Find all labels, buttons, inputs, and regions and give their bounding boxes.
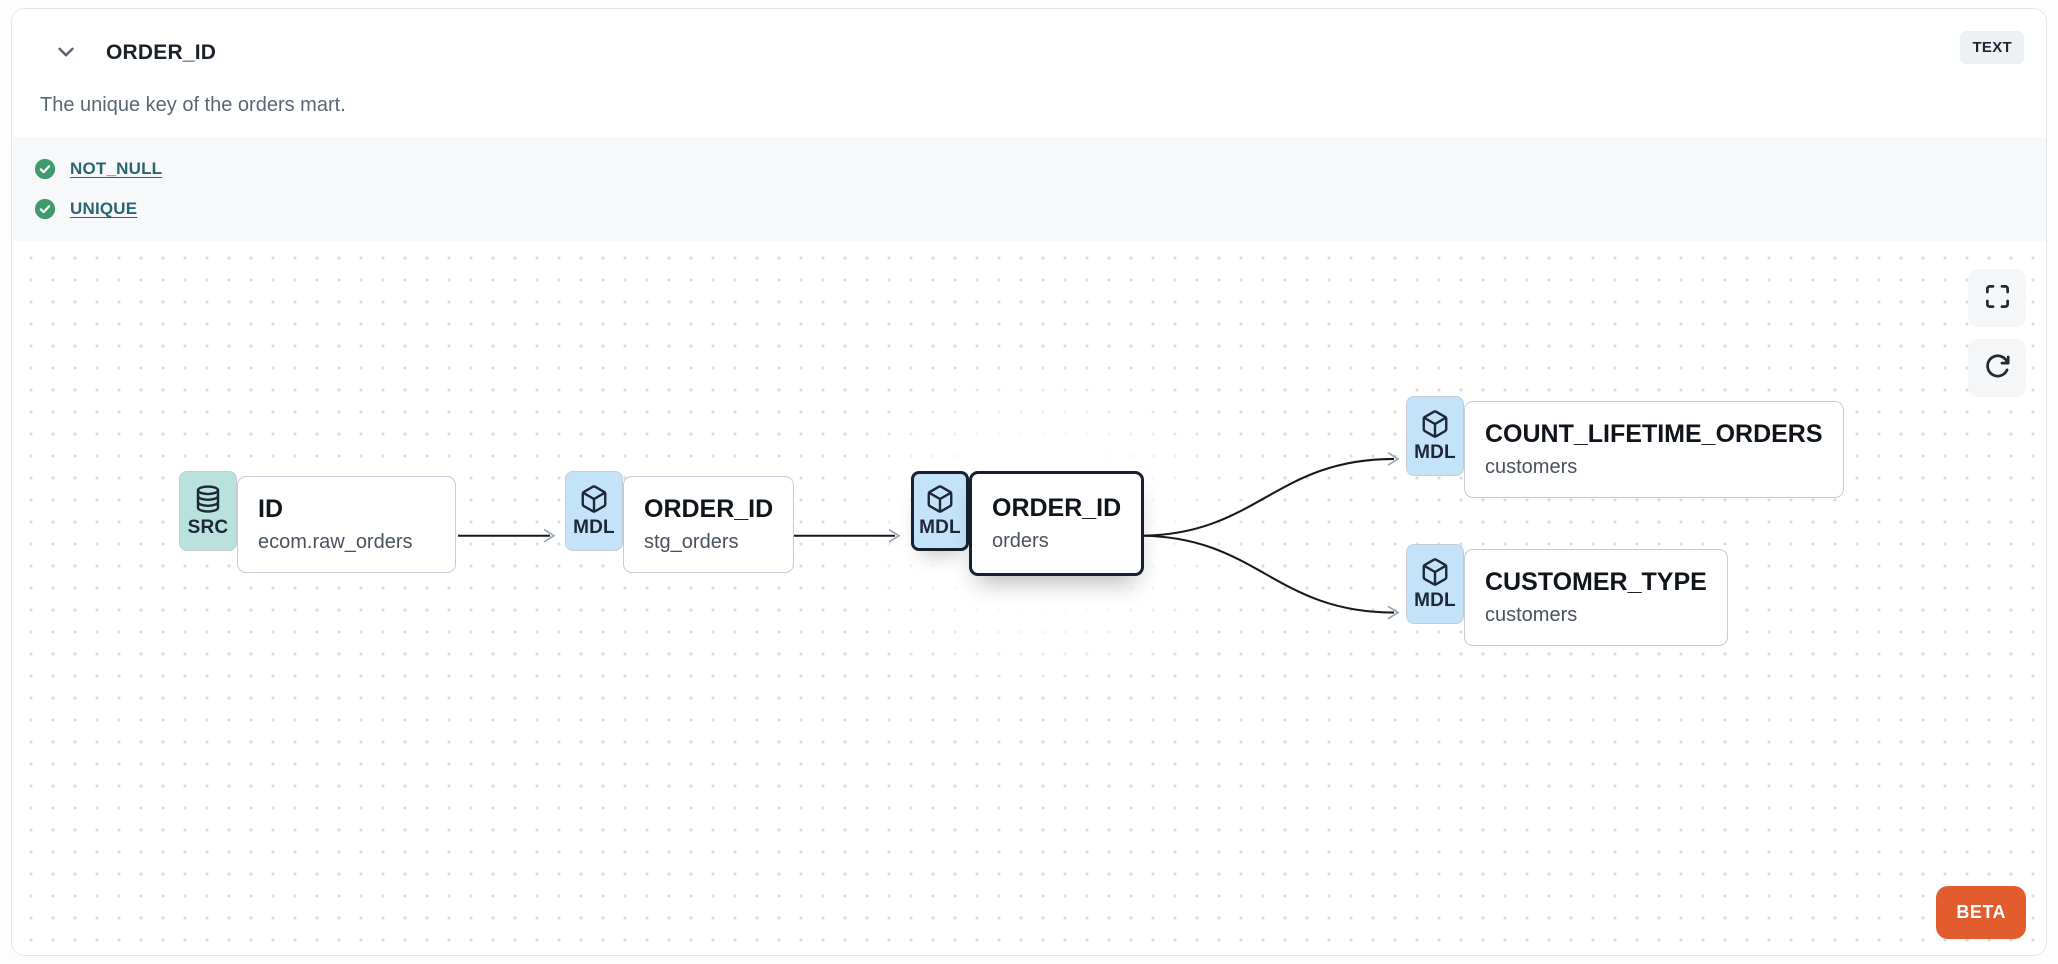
column-description: The unique key of the orders mart. — [40, 94, 346, 116]
test-link-unique[interactable]: UNIQUE — [70, 199, 138, 218]
node-title: ORDER_ID — [644, 495, 774, 523]
source-badge: SRC — [179, 471, 237, 551]
badge-label: MDL — [1414, 441, 1456, 463]
column-type-badge: TEXT — [1960, 31, 2024, 64]
test-row: NOT_NULL — [12, 149, 2046, 189]
badge-label: MDL — [1414, 589, 1456, 611]
test-link-not-null[interactable]: NOT_NULL — [70, 159, 163, 178]
node-subtitle: stg_orders — [644, 531, 739, 553]
node-card: CUSTOMER_TYPE customers — [1464, 549, 1728, 646]
node-card: ID ecom.raw_orders — [237, 476, 456, 573]
chevron-down-icon — [53, 39, 79, 68]
header: ORDER_ID TEXT — [12, 9, 2046, 75]
node-title: COUNT_LIFETIME_ORDERS — [1485, 420, 1823, 448]
page-title: ORDER_ID — [106, 41, 217, 64]
lineage-node-source-id[interactable]: SRC ID ecom.raw_orders — [179, 471, 456, 573]
node-title: ID — [258, 495, 283, 523]
cube-icon — [1420, 409, 1450, 439]
lineage-node-count-lifetime-orders[interactable]: MDL COUNT_LIFETIME_ORDERS customers — [1406, 396, 1844, 498]
fullscreen-icon — [1984, 283, 2011, 313]
node-subtitle: customers — [1485, 456, 1578, 478]
node-title: ORDER_ID — [992, 494, 1122, 522]
lineage-edges — [458, 451, 1400, 620]
collapse-toggle-button[interactable] — [52, 39, 80, 67]
node-subtitle: orders — [992, 530, 1049, 552]
column-details-card: ORDER_ID TEXT The unique key of the orde… — [11, 8, 2047, 956]
refresh-button[interactable] — [1968, 339, 2026, 397]
model-badge: MDL — [1406, 396, 1464, 476]
node-subtitle: customers — [1485, 604, 1578, 626]
lineage-node-customer-type[interactable]: MDL CUSTOMER_TYPE customers — [1406, 544, 1728, 646]
refresh-icon — [1984, 353, 2011, 383]
lineage-node-stg-order-id[interactable]: MDL ORDER_ID stg_orders — [565, 471, 795, 573]
check-circle-icon — [34, 158, 56, 180]
database-icon — [193, 484, 223, 514]
fullscreen-button[interactable] — [1968, 269, 2026, 327]
badge-label: MDL — [573, 516, 615, 538]
beta-badge: BETA — [1936, 886, 2026, 939]
node-subtitle: ecom.raw_orders — [258, 531, 413, 553]
badge-label: SRC — [187, 516, 229, 538]
canvas-controls — [1968, 269, 2026, 397]
model-badge: MDL — [565, 471, 623, 551]
badge-label: MDL — [919, 516, 961, 538]
lineage-node-orders-order-id[interactable]: MDL ORDER_ID orders — [911, 471, 1145, 576]
node-title: CUSTOMER_TYPE — [1485, 568, 1707, 596]
tests-section: NOT_NULL UNIQUE — [12, 137, 2046, 241]
test-row: UNIQUE — [12, 189, 2046, 229]
cube-icon — [925, 484, 955, 514]
node-card: ORDER_ID stg_orders — [623, 476, 795, 573]
cube-icon — [1420, 557, 1450, 587]
lineage-canvas[interactable]: SRC ID ecom.raw_orders MDL ORDER_ID stg_… — [12, 241, 2046, 955]
node-card: COUNT_LIFETIME_ORDERS customers — [1464, 401, 1844, 498]
cube-icon — [579, 484, 609, 514]
check-circle-icon — [34, 198, 56, 220]
model-badge: MDL — [1406, 544, 1464, 624]
node-card: ORDER_ID orders — [969, 471, 1145, 576]
model-badge: MDL — [911, 471, 969, 551]
